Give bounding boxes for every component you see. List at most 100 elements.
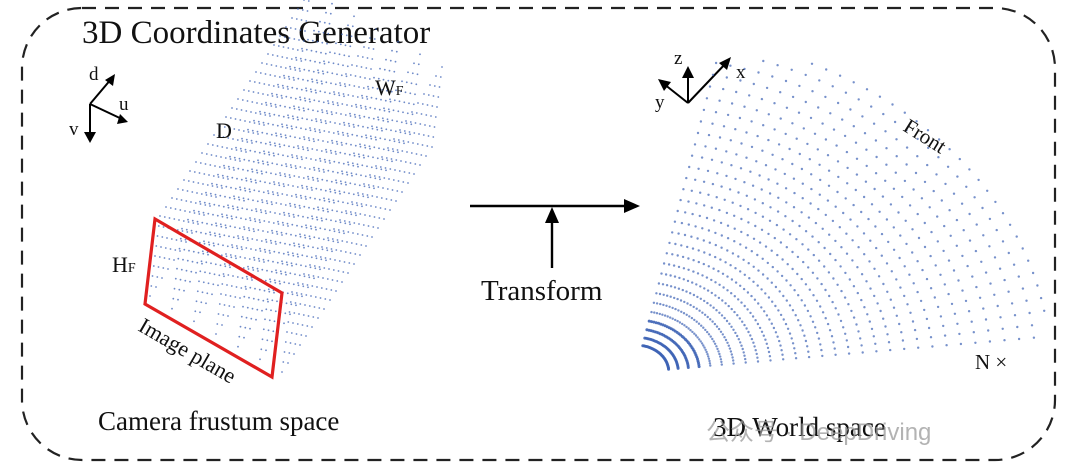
frustum-point: [287, 362, 289, 364]
frustum-point: [297, 284, 300, 287]
world-point: [767, 113, 770, 116]
frustum-point: [334, 150, 337, 153]
multiplier-label: N ×: [975, 350, 1007, 374]
world-point: [696, 336, 699, 339]
world-point: [714, 111, 718, 114]
world-point: [1030, 324, 1034, 327]
world-point: [679, 299, 683, 302]
world-point: [828, 329, 832, 332]
world-point: [987, 329, 990, 332]
frustum-point: [253, 259, 256, 261]
frustum-point: [311, 215, 313, 218]
world-point: [730, 353, 733, 356]
world-point: [753, 198, 757, 201]
world-point: [732, 359, 735, 362]
frustum-point: [217, 313, 220, 315]
frustum-point: [348, 221, 351, 223]
frustum-point: [213, 244, 215, 247]
frustum-point: [411, 72, 414, 75]
frustum-point: [269, 115, 271, 117]
world-point: [824, 95, 827, 99]
frustum-point: [258, 190, 260, 193]
world-point: [800, 211, 803, 214]
frustum-point: [424, 124, 426, 126]
image-plane: [143, 216, 284, 380]
frustum-point: [371, 195, 374, 197]
frustum-point: [420, 113, 423, 115]
world-point: [994, 200, 997, 204]
frustum-point: [436, 106, 438, 108]
frustum-point: [421, 144, 424, 146]
frustum-point: [231, 107, 233, 109]
frustum-point: [292, 213, 295, 216]
frustum-point: [330, 248, 333, 250]
frustum-point: [301, 146, 304, 148]
world-point: [758, 174, 761, 177]
world-point: [723, 198, 726, 201]
frustum-point: [249, 327, 251, 330]
world-point: [825, 68, 828, 71]
world-point: [711, 73, 715, 77]
frustum-point: [300, 264, 302, 267]
frustum-point: [266, 339, 269, 342]
frustum-point: [355, 106, 358, 108]
frustum-point: [265, 101, 267, 104]
frustum-point: [364, 105, 367, 108]
frustum-point: [305, 89, 308, 92]
frustum-point: [308, 168, 311, 170]
frustum-point: [300, 225, 303, 228]
frustum-point: [343, 232, 345, 235]
frustum-point: [379, 207, 382, 209]
world-point: [676, 297, 679, 301]
world-point: [781, 158, 784, 161]
frustum-point: [367, 196, 369, 199]
frustum-point: [277, 83, 279, 86]
frustum-point: [277, 223, 280, 225]
frustum-point: [242, 267, 245, 269]
world-point: [916, 260, 919, 263]
frustum-point: [235, 146, 237, 149]
frustum-point: [314, 130, 317, 133]
frustum-point: [310, 90, 313, 93]
world-point: [984, 271, 988, 274]
world-point: [846, 182, 849, 185]
world-point: [703, 346, 706, 349]
world-point: [936, 305, 940, 309]
frustum-point: [311, 217, 314, 220]
frustum-point: [275, 132, 277, 135]
frustum-point: [312, 179, 315, 181]
world-point: [764, 245, 768, 248]
frustum-point: [313, 140, 315, 143]
world-point: [845, 252, 849, 255]
frustum-point: [198, 213, 201, 215]
frustum-point: [273, 250, 276, 253]
world-point: [697, 249, 700, 252]
frustum-point: [232, 275, 234, 277]
world-point: [845, 232, 848, 235]
frustum-point: [325, 247, 328, 249]
frustum-point: [249, 219, 252, 222]
frustum-point: [239, 188, 242, 191]
frustum-point: [206, 184, 209, 186]
world-point: [909, 311, 912, 314]
world-point: [856, 225, 859, 228]
frustum-point: [305, 224, 307, 227]
frustum-point: [306, 79, 309, 82]
frustum-point: [274, 173, 277, 176]
world-point: [680, 221, 684, 225]
frustum-point: [397, 151, 399, 154]
world-point: [769, 359, 772, 362]
world-point: [697, 365, 701, 369]
frustum-point: [307, 137, 310, 139]
world-point: [698, 309, 701, 312]
frustum-point: [240, 217, 242, 220]
frustum-point: [303, 68, 306, 71]
frustum-point: [247, 90, 250, 92]
frustum-point: [247, 131, 250, 133]
frustum-point: [411, 113, 414, 116]
frustum-point: [267, 329, 270, 332]
world-point: [889, 203, 893, 206]
frustum-point: [336, 102, 339, 104]
world-point: [655, 302, 659, 305]
frustum-point: [170, 238, 173, 240]
